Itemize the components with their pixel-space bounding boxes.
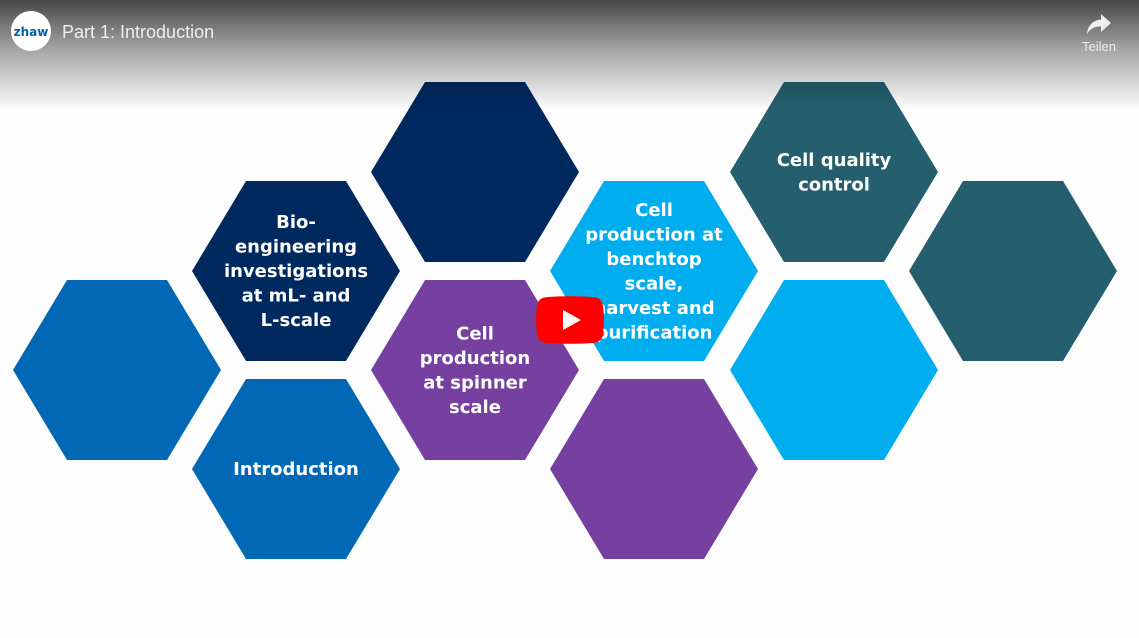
hex-lightblue-right bbox=[730, 280, 938, 460]
play-button[interactable] bbox=[536, 296, 604, 344]
hex-spinner-label-line: production bbox=[420, 348, 530, 369]
hex-spinner-label-line: Cell bbox=[456, 323, 494, 344]
share-arrow-icon bbox=[1087, 14, 1111, 34]
hex-navy-top-shape bbox=[371, 82, 579, 262]
hex-bioengineering-label-line: Bio- bbox=[276, 212, 316, 233]
hex-spinner-label-line: at spinner bbox=[423, 372, 527, 393]
hex-blue-left bbox=[13, 280, 221, 460]
hex-lightblue-right-shape bbox=[730, 280, 938, 460]
hex-benchtop-label-line: scale, bbox=[625, 273, 684, 294]
hex-purple-bottom bbox=[550, 379, 758, 559]
share-label: Teilen bbox=[1082, 39, 1116, 54]
hex-bioengineering-label-line: investigations bbox=[224, 261, 368, 282]
hex-teal-right bbox=[909, 181, 1117, 361]
hex-bioengineering-label-line: L-scale bbox=[261, 310, 332, 331]
share-button[interactable]: Teilen bbox=[1070, 12, 1128, 60]
hex-spinner-label-line: scale bbox=[449, 397, 501, 418]
hex-purple-bottom-shape bbox=[550, 379, 758, 559]
hex-benchtop-label-line: production at bbox=[585, 224, 723, 245]
hex-quality-shape bbox=[730, 82, 938, 262]
hex-introduction-label-line: Introduction bbox=[233, 459, 359, 480]
hex-benchtop-label-line: Cell bbox=[635, 200, 673, 221]
hexagon-group: Bio-engineering investigations at mL- andL… bbox=[13, 82, 1117, 559]
hex-quality-label-line: Cell quality bbox=[777, 150, 892, 171]
hex-bioengineering: Bio-engineering investigations at mL- andL… bbox=[192, 181, 400, 361]
channel-avatar-zhaw-logo[interactable]: zhaw bbox=[11, 11, 51, 51]
hex-benchtop-label-line: benchtop bbox=[606, 249, 701, 270]
hex-introduction-shape bbox=[192, 379, 400, 559]
hex-quality-label-line: control bbox=[798, 174, 870, 195]
hex-introduction: Introduction bbox=[192, 379, 400, 559]
hex-spinner: Cell production at spinner scale bbox=[371, 280, 579, 460]
hex-bioengineering-label-line: engineering bbox=[235, 237, 357, 258]
hex-benchtop-label-line: harvest and bbox=[593, 298, 714, 319]
hex-spinner-shape bbox=[371, 280, 579, 460]
hex-bioengineering-label-line: at mL- and bbox=[242, 286, 351, 307]
hex-teal-right-shape bbox=[909, 181, 1117, 361]
hex-blue-left-shape bbox=[13, 280, 221, 460]
hex-navy-top bbox=[371, 82, 579, 262]
hex-benchtop-label-line: purification bbox=[596, 322, 713, 343]
hex-quality: Cell quality control bbox=[730, 82, 938, 262]
play-icon bbox=[563, 310, 581, 330]
channel-logo-text: zhaw bbox=[14, 25, 49, 39]
hex-bioengineering-shape bbox=[192, 181, 400, 361]
video-title[interactable]: Part 1: Introduction bbox=[62, 22, 215, 42]
